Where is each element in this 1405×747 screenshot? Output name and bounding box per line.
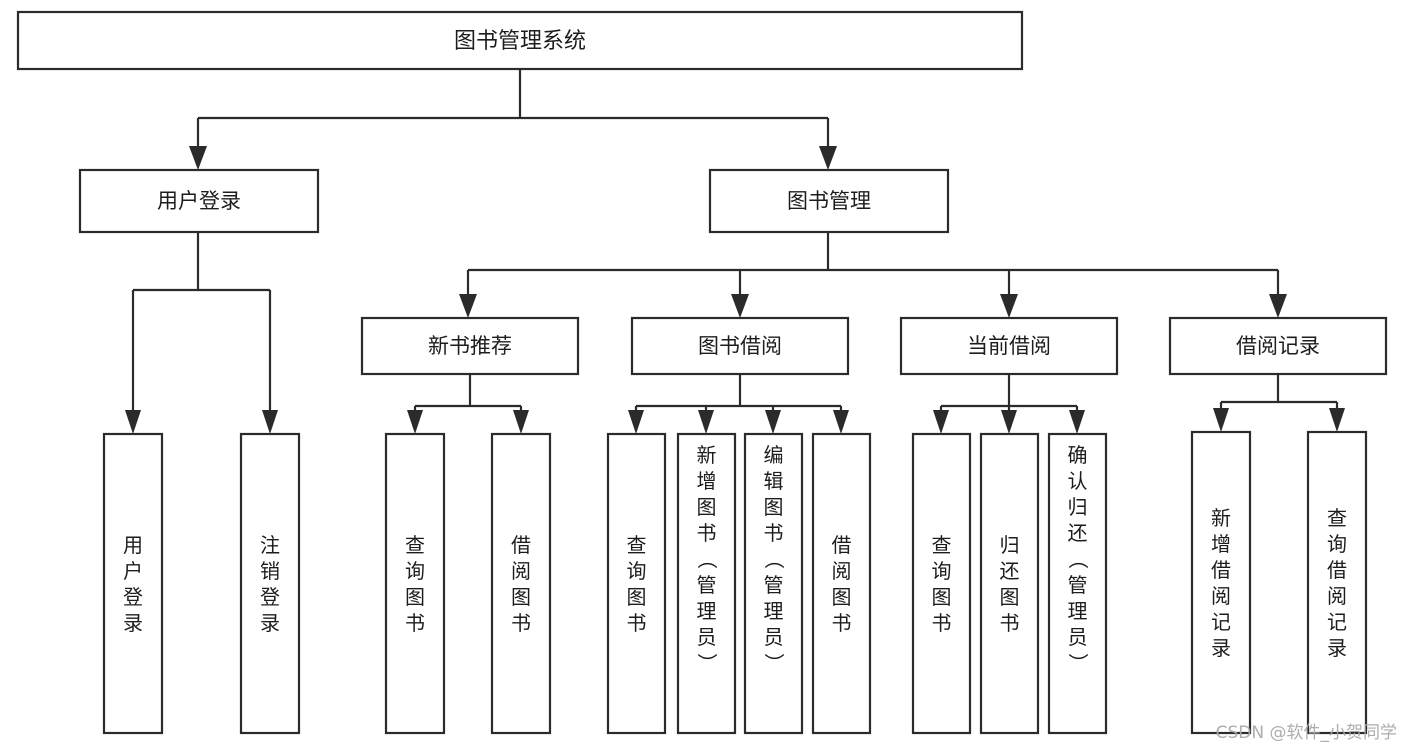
- arrowhead-leaf-query-book-1: [407, 410, 423, 434]
- node-borrow-record-label: 借阅记录: [1236, 334, 1320, 358]
- arrowhead-leaf-logout: [262, 410, 278, 434]
- node-user-login-label: 用户登录: [157, 189, 241, 213]
- arrowhead-leaf-query-book-3: [933, 410, 949, 434]
- node-current-borrow-box[interactable]: [899, 316, 1119, 376]
- leaf-box-borrow-book-2[interactable]: [811, 432, 872, 735]
- arrowhead-leaf-return-book: [1001, 410, 1017, 434]
- node-book-manage-label: 图书管理: [787, 189, 871, 213]
- leaf-box-query-book-1[interactable]: [384, 432, 446, 735]
- connectors-user-login-to-leaves: [125, 233, 278, 434]
- leaf-box-edit-book[interactable]: [743, 432, 804, 735]
- arrowhead-leaf-edit-book: [765, 410, 781, 434]
- arrowhead-leaf-borrow-book-2: [833, 410, 849, 434]
- arrowhead-current-borrow: [1000, 294, 1018, 318]
- csdn-watermark: CSDN @软件_小贺同学: [1215, 723, 1397, 743]
- node-book-borrow-label: 图书借阅: [698, 334, 782, 358]
- node-new-book-recommend[interactable]: 新书推荐: [360, 316, 580, 376]
- arrowhead-book-borrow: [731, 294, 749, 318]
- arrowhead-book-manage: [819, 146, 837, 170]
- leaf-box-logout[interactable]: [239, 432, 301, 735]
- leaf-box-user-login[interactable]: [102, 432, 164, 735]
- arrowhead-leaf-add-record: [1213, 408, 1229, 432]
- arrowhead-new-book-recommend: [459, 294, 477, 318]
- node-book-manage[interactable]: 图书管理: [708, 168, 950, 234]
- leaf-box-borrow-book-1[interactable]: [490, 432, 552, 735]
- leaf-box-add-record[interactable]: [1190, 430, 1252, 735]
- connectors-root-to-level2: [189, 69, 837, 170]
- leaf-box-query-book-2[interactable]: [606, 432, 667, 735]
- connectors-book-borrow-to-leaves: [628, 375, 849, 434]
- arrowhead-leaf-borrow-book-1: [513, 410, 529, 434]
- node-current-borrow-label: 当前借阅: [967, 334, 1051, 358]
- arrowhead-user-login: [189, 146, 207, 170]
- node-user-login-box[interactable]: [78, 168, 320, 234]
- leaf-box-confirm-return[interactable]: [1047, 432, 1108, 735]
- arrowhead-leaf-user-login: [125, 410, 141, 434]
- connectors-book-manage-to-level3: [459, 233, 1287, 318]
- node-current-borrow[interactable]: 当前借阅: [899, 316, 1119, 376]
- arrowhead-leaf-add-book: [698, 410, 714, 434]
- arrowhead-borrow-record: [1269, 294, 1287, 318]
- node-book-borrow[interactable]: 图书借阅: [630, 316, 850, 376]
- arrowhead-leaf-query-record: [1329, 408, 1345, 432]
- leaf-box-return-book[interactable]: [979, 432, 1040, 735]
- node-new-book-recommend-label: 新书推荐: [428, 334, 512, 358]
- node-user-login[interactable]: 用户登录: [78, 168, 320, 234]
- node-book-borrow-box[interactable]: [630, 316, 850, 376]
- node-root[interactable]: 图书管理系统: [16, 10, 1024, 71]
- arrowhead-leaf-confirm-return: [1069, 410, 1085, 434]
- connectors-current-borrow-to-leaves: [933, 375, 1085, 434]
- node-book-manage-box[interactable]: [708, 168, 950, 234]
- node-root-box[interactable]: [16, 10, 1024, 71]
- node-borrow-record-box[interactable]: [1168, 316, 1388, 376]
- connectors-borrow-record-to-leaves: [1213, 375, 1345, 432]
- leaf-box-query-record[interactable]: [1306, 430, 1368, 735]
- connectors-new-book-to-leaves: [407, 375, 529, 434]
- node-root-label: 图书管理系统: [454, 29, 586, 54]
- node-borrow-record[interactable]: 借阅记录: [1168, 316, 1388, 376]
- leaf-box-add-book[interactable]: [676, 432, 737, 735]
- node-new-book-recommend-box[interactable]: [360, 316, 580, 376]
- arrowhead-leaf-query-book-2: [628, 410, 644, 434]
- leaf-box-query-book-3[interactable]: [911, 432, 972, 735]
